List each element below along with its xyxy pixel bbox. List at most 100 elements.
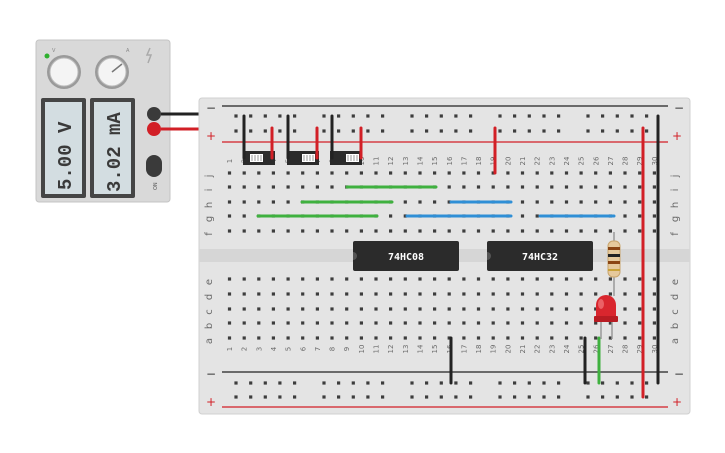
hole-h-22[interactable]	[535, 200, 539, 204]
hole-i-2[interactable]	[242, 185, 246, 189]
rail-hole-top-plus-19[interactable]	[557, 129, 561, 133]
rail-hole-bottom-plus-7[interactable]	[351, 395, 355, 399]
hole-b-23[interactable]	[550, 321, 554, 325]
hole-g-2[interactable]	[242, 214, 246, 218]
hole-b-3[interactable]	[257, 321, 261, 325]
hole-e-12[interactable]	[389, 277, 393, 281]
rail-hole-bottom-plus-2[interactable]	[263, 395, 267, 399]
rail-hole-top-plus-24[interactable]	[645, 129, 649, 133]
hole-d-17[interactable]	[462, 292, 466, 296]
hole-e-18[interactable]	[476, 277, 481, 281]
hole-a-15[interactable]	[433, 336, 437, 340]
hole-f-15[interactable]	[433, 229, 437, 233]
rail-hole-top-plus-15[interactable]	[498, 129, 502, 133]
hole-a-1[interactable]	[227, 336, 232, 340]
hole-b-27[interactable]	[608, 321, 612, 325]
hole-c-30[interactable]	[652, 307, 656, 311]
rail-hole-bottom-minus-15[interactable]	[498, 381, 502, 385]
hole-e-10[interactable]	[359, 277, 363, 281]
hole-b-1[interactable]	[227, 321, 232, 325]
hole-j-21[interactable]	[520, 171, 525, 175]
hole-j-22[interactable]	[535, 171, 539, 175]
hole-d-18[interactable]	[476, 292, 481, 296]
hole-b-15[interactable]	[433, 321, 437, 325]
hole-b-20[interactable]	[506, 321, 510, 325]
rail-hole-bottom-plus-8[interactable]	[366, 395, 370, 399]
switch-3-slider[interactable]	[346, 154, 359, 162]
voltage-knob[interactable]: V	[44, 48, 82, 89]
hole-a-7[interactable]	[315, 336, 319, 340]
hole-d-23[interactable]	[550, 292, 554, 296]
hole-j-16[interactable]	[447, 171, 451, 175]
hole-f-20[interactable]	[506, 229, 510, 233]
hole-a-5[interactable]	[286, 336, 290, 340]
rail-hole-bottom-minus-18[interactable]	[542, 381, 546, 385]
hole-e-22[interactable]	[535, 277, 539, 281]
rail-hole-bottom-minus-11[interactable]	[425, 381, 429, 385]
hole-f-26[interactable]	[594, 229, 598, 233]
rail-hole-top-plus-2[interactable]	[263, 129, 267, 133]
hole-i-19[interactable]	[491, 185, 495, 189]
hole-f-17[interactable]	[462, 229, 466, 233]
hole-j-11[interactable]	[374, 171, 378, 175]
rail-hole-bottom-minus-12[interactable]	[439, 381, 443, 385]
rail-hole-top-plus-11[interactable]	[425, 129, 429, 133]
rail-hole-bottom-minus-23[interactable]	[630, 381, 634, 385]
hole-i-22[interactable]	[535, 185, 539, 189]
hole-i-30[interactable]	[652, 185, 656, 189]
hole-e-29[interactable]	[638, 277, 642, 281]
rail-hole-top-minus-15[interactable]	[498, 114, 502, 118]
rail-hole-bottom-plus-13[interactable]	[454, 395, 458, 399]
rail-hole-bottom-minus-17[interactable]	[527, 381, 531, 385]
rail-hole-bottom-minus-22[interactable]	[615, 381, 619, 385]
hole-a-12[interactable]	[389, 336, 393, 340]
rail-hole-top-minus-4[interactable]	[293, 114, 297, 118]
rail-hole-top-plus-17[interactable]	[527, 129, 531, 133]
hole-i-18[interactable]	[476, 185, 481, 189]
rail-hole-top-minus-17[interactable]	[527, 114, 531, 118]
rail-hole-bottom-plus-19[interactable]	[557, 395, 561, 399]
hole-d-3[interactable]	[257, 292, 261, 296]
hole-a-9[interactable]	[345, 336, 349, 340]
hole-j-12[interactable]	[389, 171, 393, 175]
hole-i-21[interactable]	[520, 185, 525, 189]
hole-f-24[interactable]	[564, 229, 569, 233]
rail-hole-top-plus-14[interactable]	[469, 129, 473, 133]
hole-a-17[interactable]	[462, 336, 466, 340]
hole-b-10[interactable]	[359, 321, 363, 325]
rail-hole-bottom-minus-20[interactable]	[586, 381, 590, 385]
hole-e-4[interactable]	[271, 277, 275, 281]
hole-h-4[interactable]	[271, 200, 275, 204]
hole-f-25[interactable]	[579, 229, 583, 233]
hole-d-7[interactable]	[315, 292, 319, 296]
hole-d-27[interactable]	[608, 292, 612, 296]
hole-b-29[interactable]	[638, 321, 642, 325]
rail-hole-bottom-plus-15[interactable]	[498, 395, 502, 399]
hole-d-10[interactable]	[359, 292, 363, 296]
hole-i-29[interactable]	[638, 185, 642, 189]
hole-c-5[interactable]	[286, 307, 290, 311]
rail-hole-top-minus-19[interactable]	[557, 114, 561, 118]
hole-c-24[interactable]	[564, 307, 569, 311]
hole-i-28[interactable]	[623, 185, 627, 189]
hole-j-19[interactable]	[491, 171, 495, 175]
positive-terminal[interactable]	[147, 122, 161, 136]
hole-a-8[interactable]	[330, 336, 334, 340]
hole-c-29[interactable]	[638, 307, 642, 311]
hole-g-30[interactable]	[652, 214, 656, 218]
hole-e-3[interactable]	[257, 277, 261, 281]
hole-j-6[interactable]	[301, 171, 305, 175]
hole-b-4[interactable]	[271, 321, 275, 325]
hole-f-9[interactable]	[345, 229, 349, 233]
hole-f-7[interactable]	[315, 229, 319, 233]
rail-hole-bottom-minus-4[interactable]	[293, 381, 297, 385]
hole-d-4[interactable]	[271, 292, 275, 296]
rail-hole-bottom-plus-17[interactable]	[527, 395, 531, 399]
hole-c-6[interactable]	[301, 307, 305, 311]
rail-hole-bottom-minus-1[interactable]	[249, 381, 253, 385]
hole-h-25[interactable]	[579, 200, 583, 204]
hole-b-30[interactable]	[652, 321, 656, 325]
hole-f-14[interactable]	[418, 229, 422, 233]
hole-d-26[interactable]	[594, 292, 598, 296]
current-knob[interactable]: A	[95, 48, 130, 89]
